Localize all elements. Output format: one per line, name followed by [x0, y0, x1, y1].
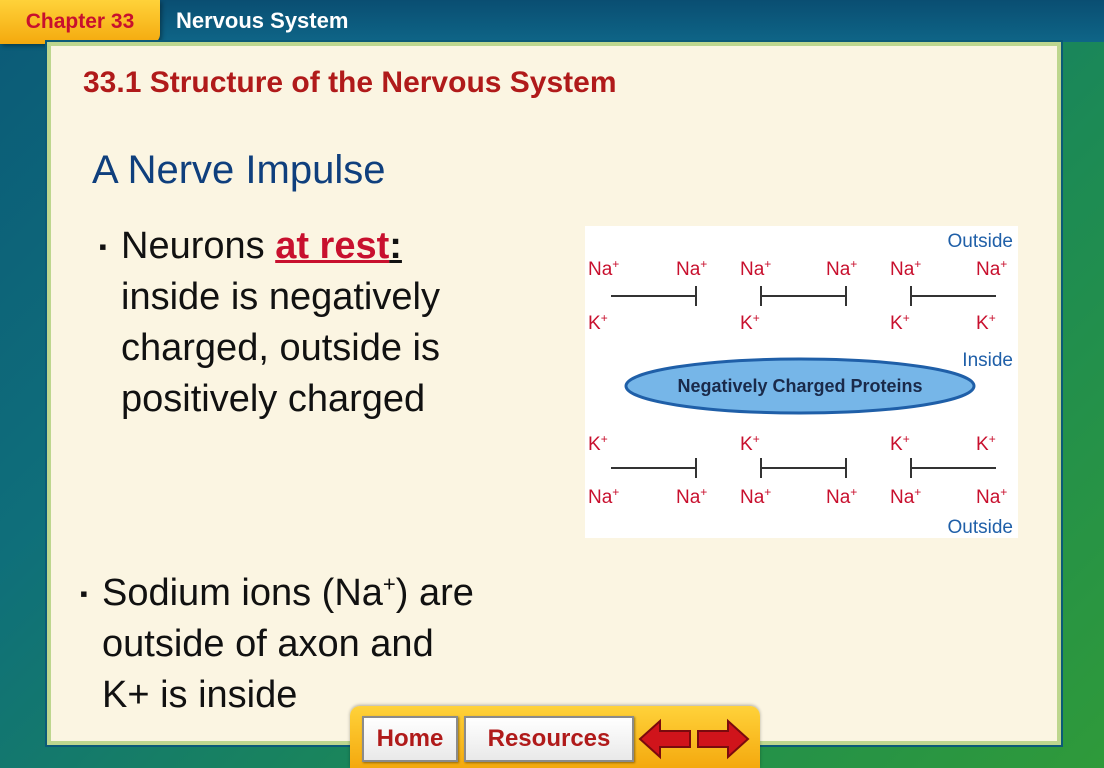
chapter-tab[interactable]: Chapter 33 — [0, 0, 160, 44]
chapter-label: Chapter 33 — [25, 10, 135, 33]
ion-na-bottom-4: Na+ — [890, 485, 921, 508]
slide-title: A Nerve Impulse — [92, 148, 386, 192]
proteins-oval — [624, 357, 976, 415]
inside-label: Inside — [962, 350, 1013, 371]
header-bar — [0, 0, 1104, 42]
home-button[interactable]: Home — [362, 716, 458, 762]
bullet-sodium-ions: ▪ Sodium ions (Na+) are outside of axon … — [80, 568, 482, 721]
right-arrow-icon[interactable] — [696, 718, 750, 760]
resources-button[interactable]: Resources — [464, 716, 634, 762]
ion-k-bottom-1: K+ — [740, 432, 760, 455]
bullet-marker: ▪ — [99, 234, 107, 259]
chapter-subject: Nervous System — [176, 8, 349, 33]
bullet1-emphasis: at rest — [275, 225, 390, 267]
ion-na-top-4: Na+ — [890, 257, 921, 280]
nav-bar: Home Resources — [350, 706, 760, 768]
ion-na-bottom-2: Na+ — [740, 485, 771, 508]
proteins-label: Negatively Charged Proteins — [677, 376, 922, 396]
ion-k-bottom-0: K+ — [588, 432, 608, 455]
bullet2-text-after: ) are outside of axon and K+ is inside — [102, 572, 474, 716]
bullet1-text: inside is negatively charged, outside is… — [121, 276, 440, 420]
ion-k-bottom-2: K+ — [890, 432, 910, 455]
ion-na-top-2: Na+ — [740, 257, 771, 280]
ion-na-bottom-1: Na+ — [676, 485, 707, 508]
ion-na-bottom-0: Na+ — [588, 485, 619, 508]
bullet-marker: ▪ — [80, 581, 88, 606]
outside-label-top: Outside — [948, 231, 1013, 252]
bullet-neurons-at-rest: ▪ Neurons at rest: inside is negatively … — [99, 221, 451, 425]
ion-k-top-2: K+ — [890, 311, 910, 334]
ion-na-top-5: Na+ — [976, 257, 1007, 280]
ion-na-bottom-3: Na+ — [826, 485, 857, 508]
ion-na-bottom-5: Na+ — [976, 485, 1007, 508]
ion-k-top-0: K+ — [588, 311, 608, 334]
ion-k-bottom-3: K+ — [976, 432, 996, 455]
bullet1-prefix: Neurons — [121, 225, 276, 267]
bullet1-colon: : — [389, 225, 402, 267]
bullet2-superscript: + — [382, 571, 396, 597]
left-arrow-icon[interactable] — [638, 718, 692, 760]
ion-k-top-1: K+ — [740, 311, 760, 334]
ion-na-top-1: Na+ — [676, 257, 707, 280]
ion-na-top-0: Na+ — [588, 257, 619, 280]
outside-label-bottom: Outside — [948, 517, 1013, 538]
bullet2-text-before: Sodium ions (Na — [102, 572, 383, 614]
ion-k-top-3: K+ — [976, 311, 996, 334]
diagram-svg: OutsideNa+Na+Na+Na+Na+Na+K+K+K+K+InsideN… — [588, 231, 1013, 538]
section-title: 33.1 Structure of the Nervous System — [83, 66, 617, 99]
ion-na-top-3: Na+ — [826, 257, 857, 280]
